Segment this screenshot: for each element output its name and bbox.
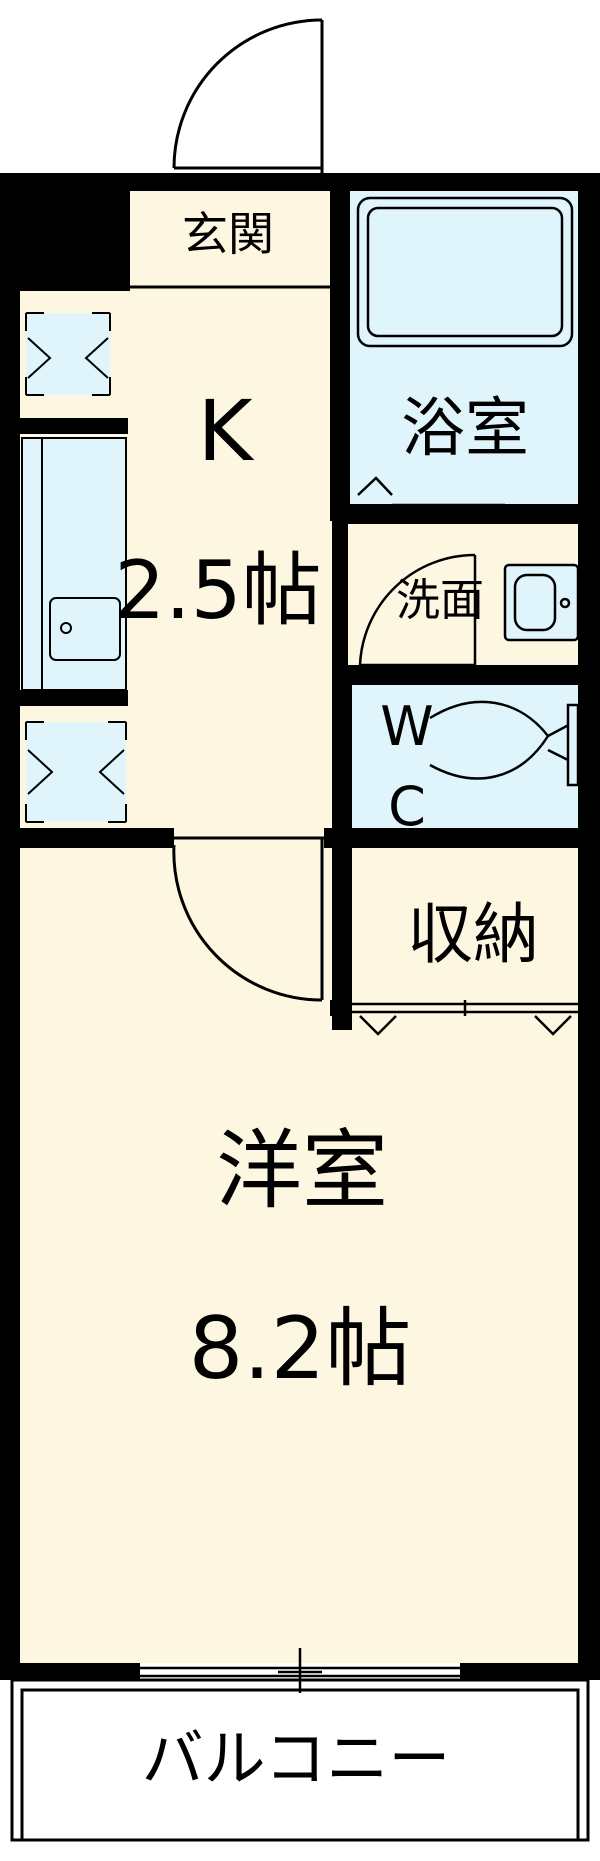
washroom-label: 洗面 <box>396 575 484 626</box>
genkan-floor <box>130 191 330 291</box>
entrance-door <box>172 18 324 178</box>
kitchen-wall-block <box>20 418 128 434</box>
cabinet-lower <box>25 721 127 823</box>
balcony-railing <box>10 1678 590 1842</box>
western-room-floor <box>20 848 578 1663</box>
bath-floor <box>348 191 578 504</box>
kitchen-counter <box>21 437 127 691</box>
bathtub <box>356 196 574 348</box>
kitchen-size: 2.5帖 <box>114 544 321 637</box>
bath-label: 浴室 <box>401 392 529 466</box>
balcony-label: バルコニー <box>142 1722 451 1795</box>
balcony-window <box>140 1648 460 1693</box>
room-door <box>172 836 324 1002</box>
toilet-label-w: W <box>380 695 433 758</box>
western-room-label: 洋室 <box>216 1121 388 1221</box>
cabinet-upper <box>25 312 111 396</box>
kitchen-wall-block-lower <box>20 690 128 706</box>
western-room-size: 8.2帖 <box>189 1299 412 1399</box>
storage-label: 収納 <box>407 896 539 973</box>
wash-basin <box>503 563 580 642</box>
kitchen-label: K <box>197 382 254 480</box>
toilet-label-c: C <box>388 775 426 838</box>
genkan-label: 玄関 <box>182 207 274 261</box>
storage-doors <box>352 1000 578 1036</box>
sink-drain-icon <box>60 622 72 634</box>
toilet-fixture <box>429 700 580 787</box>
toilet-floor <box>352 683 578 830</box>
